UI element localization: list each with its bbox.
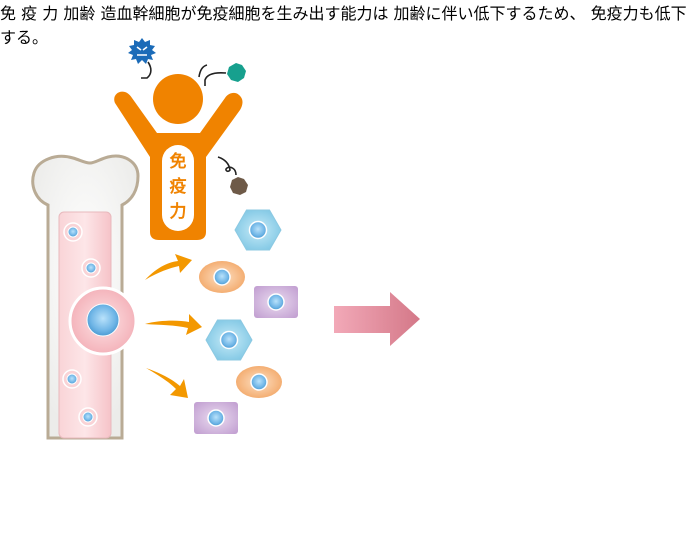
aging-arrow (334, 292, 420, 346)
immune-cell-rect (193, 401, 239, 435)
immune-cell-oval (198, 260, 246, 294)
weak-immunity-figure: 免 疫 力 (0, 4, 63, 23)
immune-cell-oval (235, 365, 283, 399)
progenitor-cell (63, 222, 83, 242)
differentiation-arrows (145, 254, 202, 398)
progenitor-cell (81, 258, 101, 278)
young-bone (31, 154, 140, 440)
caption-line-1: 造血幹細胞が免疫細胞を生み出す能力は (100, 4, 389, 23)
aging-label: 加齢 (63, 4, 96, 23)
arrow-icon (145, 254, 192, 280)
progenitor-cell (78, 407, 98, 427)
arrow-icon (146, 368, 188, 398)
immunity-label-char: 力 (170, 201, 187, 222)
immune-cell-hexagon (205, 319, 253, 361)
hematopoietic-stem-cell (68, 286, 138, 356)
progenitor-cell (62, 369, 82, 389)
immunity-label-char: 免 (170, 151, 187, 172)
virus-icon (128, 38, 156, 79)
germ-brown-icon (217, 156, 248, 195)
immune-cell-rect: 免 疫 力 加齢 造血幹細胞が免疫細胞を生み出す能力は 加齢に伴い低下するため、… (0, 4, 687, 47)
arrow-icon (145, 314, 202, 335)
immune-cell-hexagon: 免 疫 力 加齢 造血幹細胞が免疫細胞を生み出す能力は 加齢に伴い低下するため、… (0, 4, 687, 47)
strong-immunity-figure: 免 疫 力 (114, 74, 243, 240)
immunity-label-char: 力 (42, 4, 59, 23)
immunity-label-char: 免 (0, 4, 17, 23)
caption-line-2: 加齢に伴い低下するため、 免疫力も低下する。 (0, 4, 687, 47)
immunity-label-char: 疫 (170, 176, 187, 197)
immunity-label-char: 疫 (21, 4, 38, 23)
immune-cell-rect (253, 285, 299, 319)
germ-teal-icon (198, 63, 246, 86)
immune-cell-oval: 免 疫 力 加齢 造血幹細胞が免疫細胞を生み出す能力は 加齢に伴い低下するため、… (0, 4, 687, 47)
immune-cell-hexagon (234, 209, 282, 251)
